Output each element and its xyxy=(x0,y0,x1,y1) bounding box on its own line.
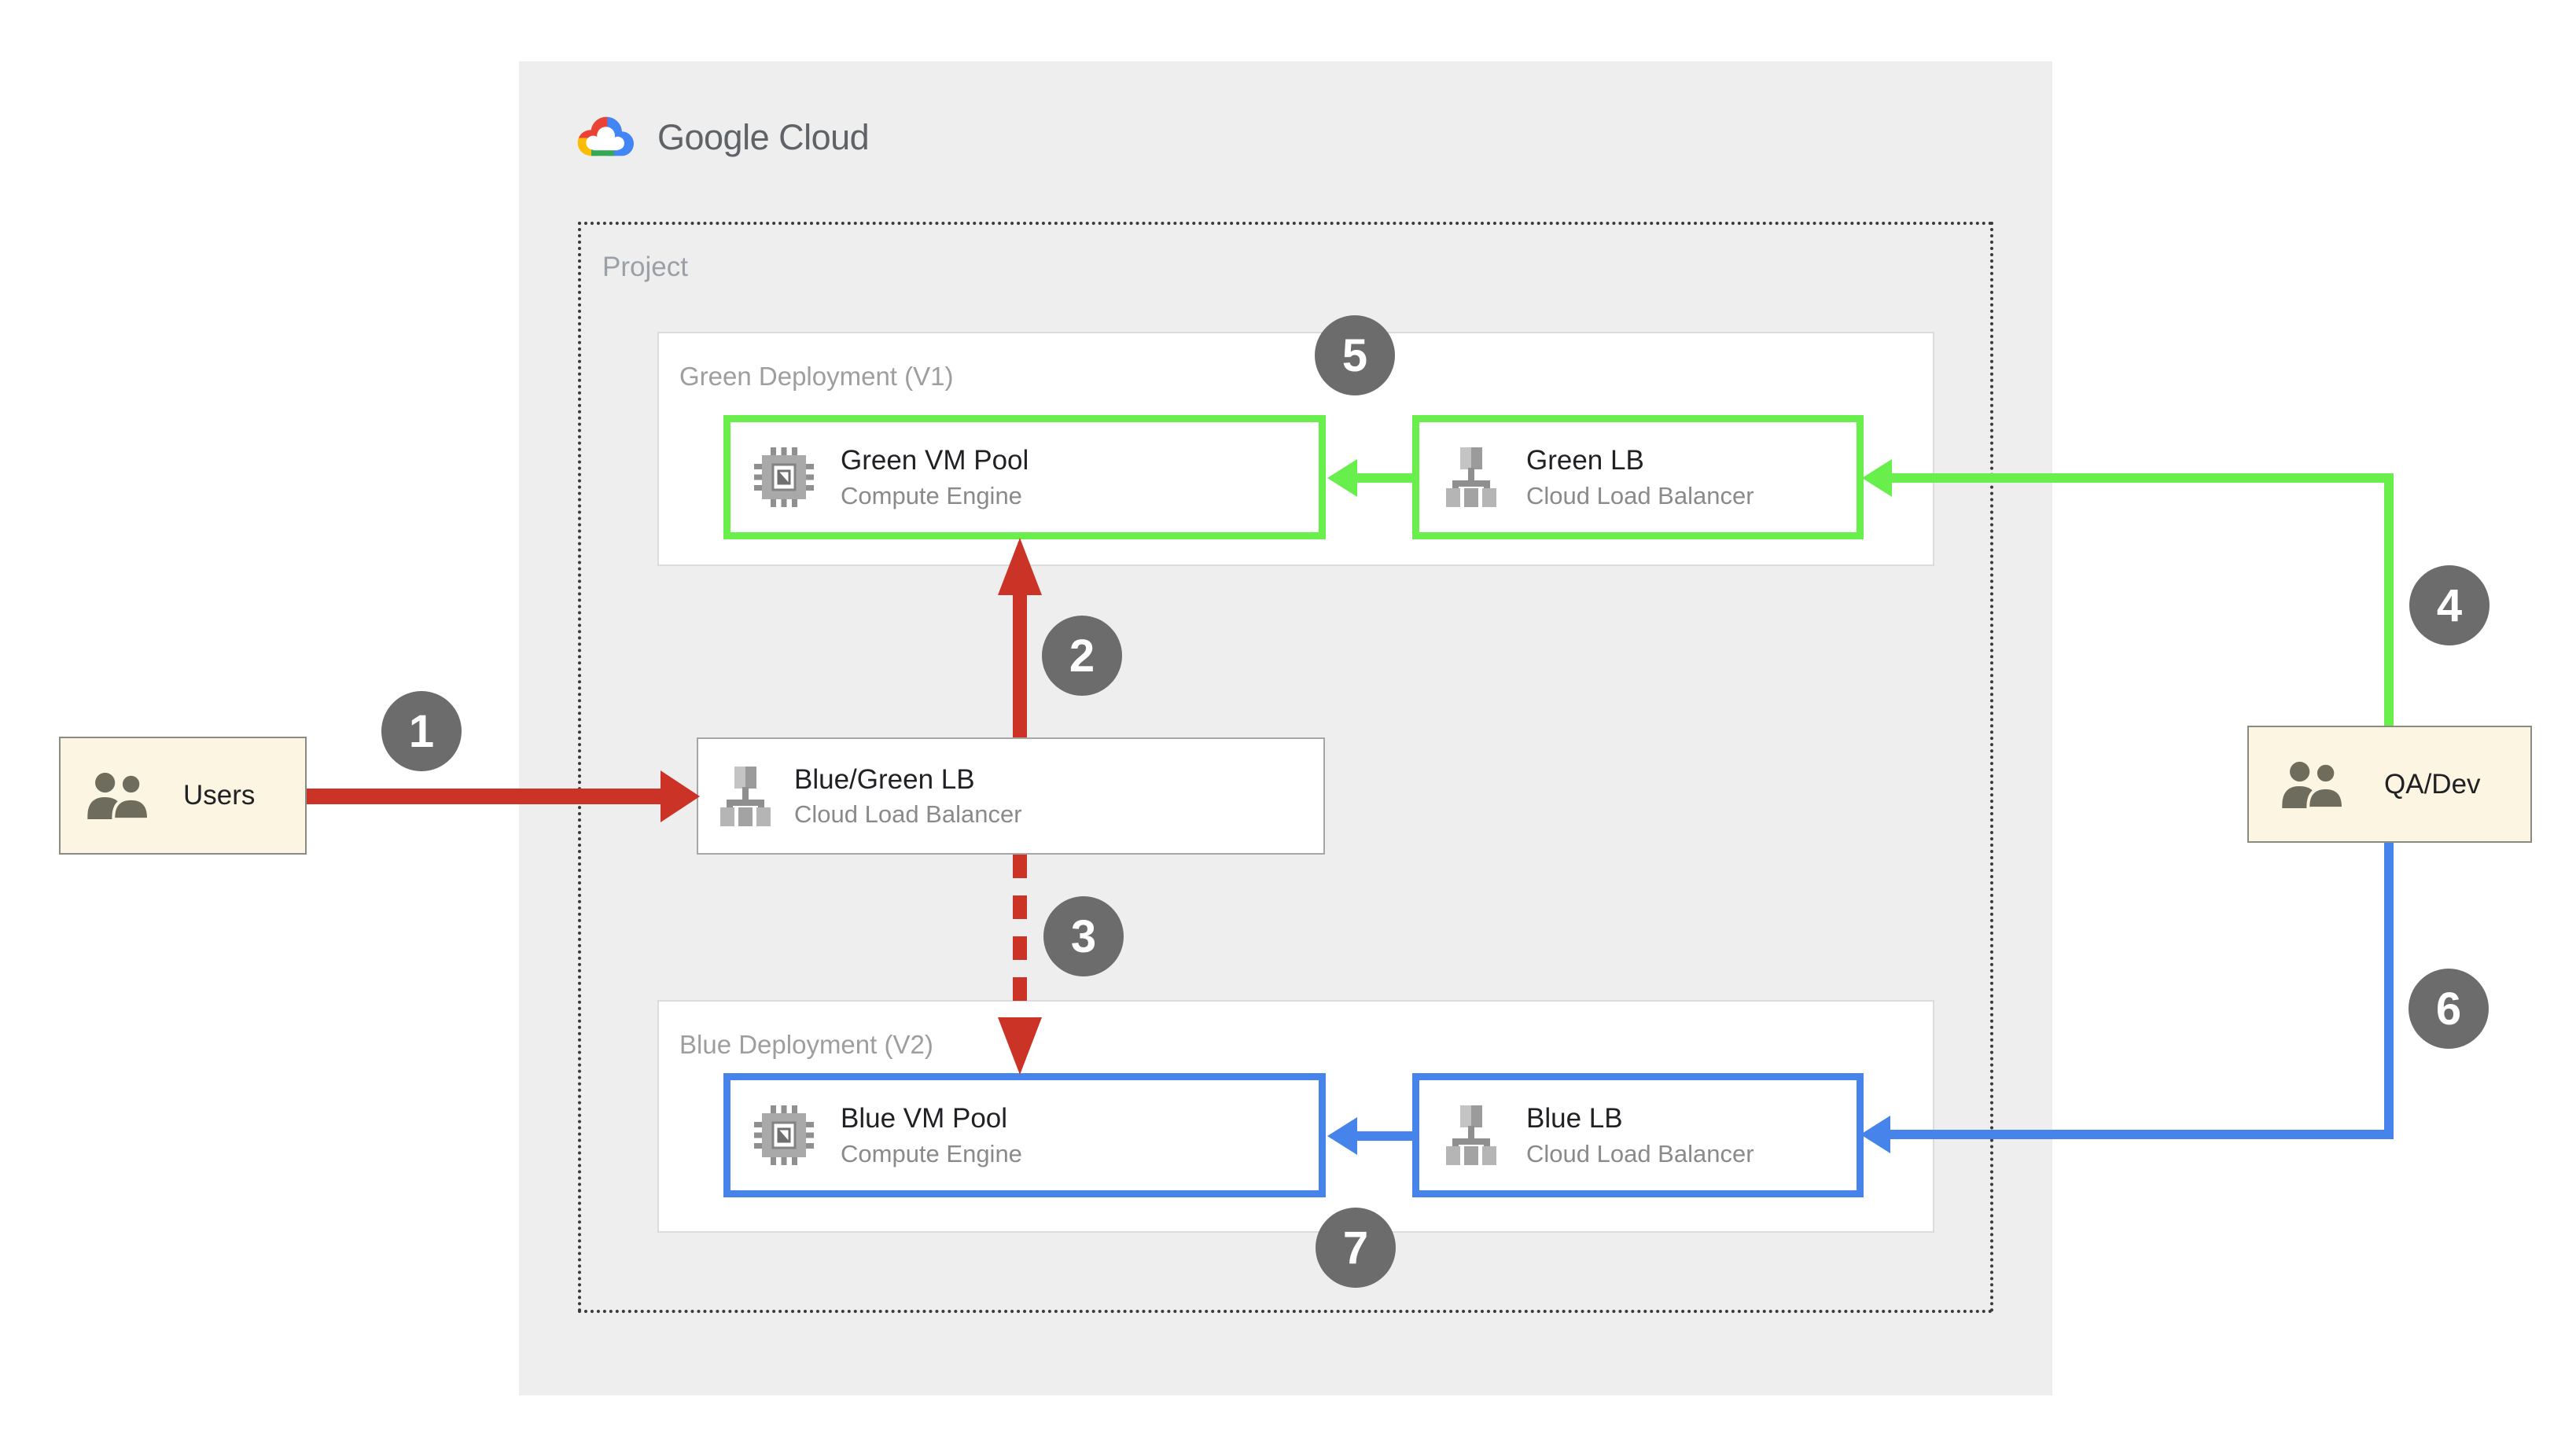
arrow-router-to-green-vm-line xyxy=(1013,590,1027,737)
arrow-router-to-blue-vm-line xyxy=(1013,855,1027,1021)
users-icon xyxy=(2282,761,2345,810)
step-badge-2: 2 xyxy=(1042,616,1122,696)
green-vm-pool-node: Green VM Pool Compute Engine xyxy=(723,415,1326,539)
green-deployment-label: Green Deployment (V1) xyxy=(679,362,954,391)
green-lb-node: Green LB Cloud Load Balancer xyxy=(1412,415,1864,539)
arrow-green-lb-to-vm-line xyxy=(1357,473,1414,483)
blue-vm-pool-node: Blue VM Pool Compute Engine xyxy=(723,1073,1326,1197)
google-cloud-wordmark: Google Cloud xyxy=(657,117,870,157)
users-actor-box: Users xyxy=(59,737,307,855)
step-badge-3: 3 xyxy=(1043,896,1124,976)
users-label: Users xyxy=(183,780,256,811)
compute-engine-icon xyxy=(754,447,814,507)
arrow-router-to-blue-vm-head xyxy=(998,1017,1042,1075)
project-boundary xyxy=(578,222,1993,1313)
qa-to-green-lb-head xyxy=(1862,459,1892,497)
step-badge-7: 7 xyxy=(1316,1208,1396,1288)
load-balancer-icon xyxy=(720,766,771,826)
google-cloud-cloud-icon xyxy=(577,116,634,156)
arrow-green-lb-to-vm-head xyxy=(1327,459,1357,497)
blue-green-lb-subtitle: Cloud Load Balancer xyxy=(794,800,1022,829)
blue-deployment-label: Blue Deployment (V2) xyxy=(679,1030,933,1059)
step-badge-4: 4 xyxy=(2409,565,2490,645)
qa-dev-label: QA/Dev xyxy=(2384,768,2481,800)
green-lb-subtitle: Cloud Load Balancer xyxy=(1526,481,1754,509)
google-cloud-logo: Google Cloud xyxy=(571,112,870,164)
blue-green-lb-title: Blue/Green LB xyxy=(794,763,975,795)
qa-to-green-lb-hline xyxy=(1892,473,2394,483)
arrow-blue-lb-to-vm-line xyxy=(1357,1131,1414,1141)
blue-vm-pool-subtitle: Compute Engine xyxy=(841,1139,1022,1167)
blue-lb-title: Blue LB xyxy=(1526,1103,1623,1134)
blue-vm-pool-title: Blue VM Pool xyxy=(841,1103,1008,1134)
green-vm-pool-subtitle: Compute Engine xyxy=(841,481,1022,509)
users-icon xyxy=(87,772,150,821)
blue-lb-subtitle: Cloud Load Balancer xyxy=(1526,1139,1754,1167)
step-badge-1: 1 xyxy=(381,691,462,771)
arrow-blue-lb-to-vm-head xyxy=(1327,1117,1357,1155)
qa-to-blue-lb-vline xyxy=(2384,843,2394,1139)
project-label: Project xyxy=(602,252,688,282)
load-balancer-icon xyxy=(1446,1105,1496,1165)
blue-lb-node: Blue LB Cloud Load Balancer xyxy=(1412,1073,1864,1197)
step-badge-6: 6 xyxy=(2409,969,2489,1049)
arrow-router-to-green-vm-head xyxy=(998,538,1042,595)
qa-to-blue-lb-hline xyxy=(1890,1130,2394,1139)
green-vm-pool-title: Green VM Pool xyxy=(841,445,1029,476)
compute-engine-icon xyxy=(754,1105,814,1165)
qa-to-blue-lb-head xyxy=(1860,1116,1890,1153)
qa-dev-actor-box: QA/Dev xyxy=(2247,726,2532,843)
arrow-users-to-router-line xyxy=(307,789,662,804)
step-badge-5: 5 xyxy=(1315,315,1395,395)
load-balancer-icon xyxy=(1446,447,1496,507)
green-lb-title: Green LB xyxy=(1526,445,1644,476)
blue-green-lb-node: Blue/Green LB Cloud Load Balancer xyxy=(697,737,1325,855)
arrow-users-to-router-head xyxy=(661,770,700,822)
qa-to-green-lb-vline xyxy=(2384,473,2394,726)
